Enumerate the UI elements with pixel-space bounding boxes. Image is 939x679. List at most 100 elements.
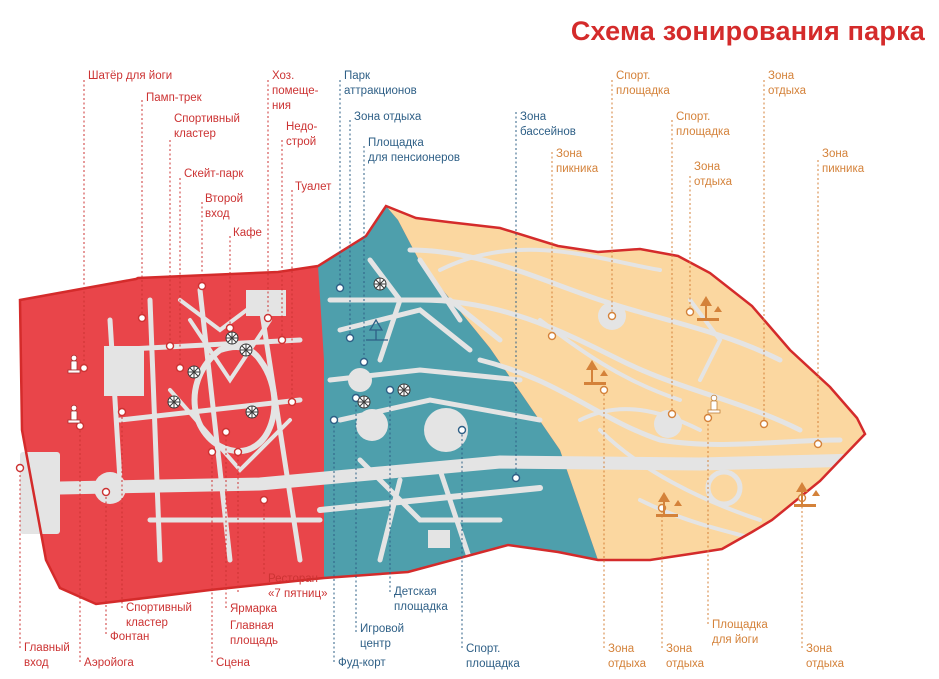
- label-fair: Ярмарка: [230, 603, 278, 615]
- ferris-wheel-icon: [357, 395, 371, 409]
- label-sport-ground-2: Спорт.площадка: [676, 111, 730, 138]
- pin-pump-track[interactable]: [137, 313, 147, 323]
- ferris-wheel-icon: [245, 405, 259, 419]
- fountain-plaza: [94, 472, 126, 504]
- label-aeroyoga: Аэройога: [84, 657, 134, 669]
- teal-circle-1: [424, 408, 468, 452]
- pin-restaurant[interactable]: [259, 495, 269, 505]
- label-sport-ground-teal: Спорт.площадка: [466, 643, 520, 670]
- label-cafe: Кафе: [233, 227, 262, 239]
- orange-circle-2: [654, 410, 682, 438]
- tree-bench-icon: [697, 296, 722, 321]
- pin-sport-ground-1[interactable]: [607, 311, 617, 321]
- pin-rest-zone-2[interactable]: [685, 307, 695, 317]
- food-court-building: [428, 530, 450, 548]
- label-toilet: Туалет: [295, 181, 332, 193]
- pin-amusement-park[interactable]: [335, 283, 345, 293]
- pin-yoga-tent[interactable]: [79, 363, 89, 373]
- label-yoga-tent: Шатёр для йоги: [88, 70, 172, 82]
- person-statue-icon: [67, 404, 81, 424]
- sport-cluster-area: [104, 346, 144, 396]
- path-network: [53, 247, 865, 563]
- zones: [20, 206, 865, 604]
- pin-toilet[interactable]: [287, 397, 297, 407]
- leader-lines: [19, 80, 819, 662]
- pin-second-entrance[interactable]: [197, 281, 207, 291]
- label-rest-zone-teal: Зона отдыха: [354, 111, 422, 123]
- pin-yoga-ground[interactable]: [703, 413, 713, 423]
- pin-stage[interactable]: [207, 447, 217, 457]
- ferris-wheel-icon: [373, 277, 387, 291]
- pin-main-square[interactable]: [233, 447, 243, 457]
- pin-sport-cluster[interactable]: [165, 341, 175, 351]
- ferris-wheel-icon: [225, 331, 239, 345]
- pin-rest-zone-3[interactable]: [599, 385, 609, 395]
- pin-sport-ground-teal[interactable]: [457, 425, 467, 435]
- pin-unfinished[interactable]: [277, 335, 287, 345]
- pin-skate-park[interactable]: [175, 363, 185, 373]
- label-sport-ground-1: Спорт.площадка: [616, 70, 670, 97]
- pin-picnic-zone-2[interactable]: [813, 439, 823, 449]
- pin-food-court[interactable]: [329, 415, 339, 425]
- pin-kids-playground[interactable]: [385, 385, 395, 395]
- pin-fountain[interactable]: [101, 487, 111, 497]
- ferris-wheel-icon: [397, 383, 411, 397]
- label-pump-track: Памп-трек: [146, 92, 203, 104]
- tree-bench-icon: [794, 482, 820, 507]
- label-fountain: Фонтан: [110, 631, 149, 643]
- pin-aeroyoga[interactable]: [75, 421, 85, 431]
- person-statue-icon: [707, 394, 721, 414]
- teal-circle-2: [356, 409, 388, 441]
- pin-rest-zone-teal[interactable]: [345, 333, 355, 343]
- pin-outbuildings[interactable]: [263, 313, 273, 323]
- pin-picnic-zone-1[interactable]: [547, 331, 557, 341]
- label-food-court: Фуд-корт: [338, 657, 386, 669]
- tree-bench-icon: [584, 360, 608, 385]
- map-icons: [67, 277, 820, 517]
- pin-seniors-area[interactable]: [359, 357, 369, 367]
- label-outbuildings: Хоз.помеще-ния: [272, 70, 319, 112]
- label-restaurant: Ресторан«7 пятниц»: [268, 573, 327, 600]
- tree-bench-icon: [366, 318, 388, 341]
- pin-cafe[interactable]: [225, 323, 235, 333]
- pin-pool-zone[interactable]: [511, 473, 521, 483]
- label-stage: Сцена: [216, 657, 251, 669]
- location-pins: [15, 281, 823, 513]
- pin-sport-ground-2[interactable]: [667, 409, 677, 419]
- ferris-wheel-icon: [187, 365, 201, 379]
- pin-rest-zone-1[interactable]: [759, 419, 769, 429]
- pin-main-entrance[interactable]: [15, 463, 25, 473]
- person-statue-icon: [67, 354, 81, 374]
- label-unfinished: Недо-строй: [286, 121, 318, 148]
- ferris-wheel-icon: [167, 395, 181, 409]
- pin-sport-cluster-2[interactable]: [117, 407, 127, 417]
- label-skate-park: Скейт-парк: [184, 168, 244, 180]
- teal-circle-3: [348, 368, 372, 392]
- map-title: Схема зонирования парка: [570, 16, 925, 46]
- ferris-wheel-icon: [239, 343, 253, 357]
- pin-fair[interactable]: [221, 427, 231, 437]
- park-boundary: [18, 204, 867, 606]
- outbuilding-area: [246, 290, 286, 316]
- tree-bench-icon: [656, 492, 682, 517]
